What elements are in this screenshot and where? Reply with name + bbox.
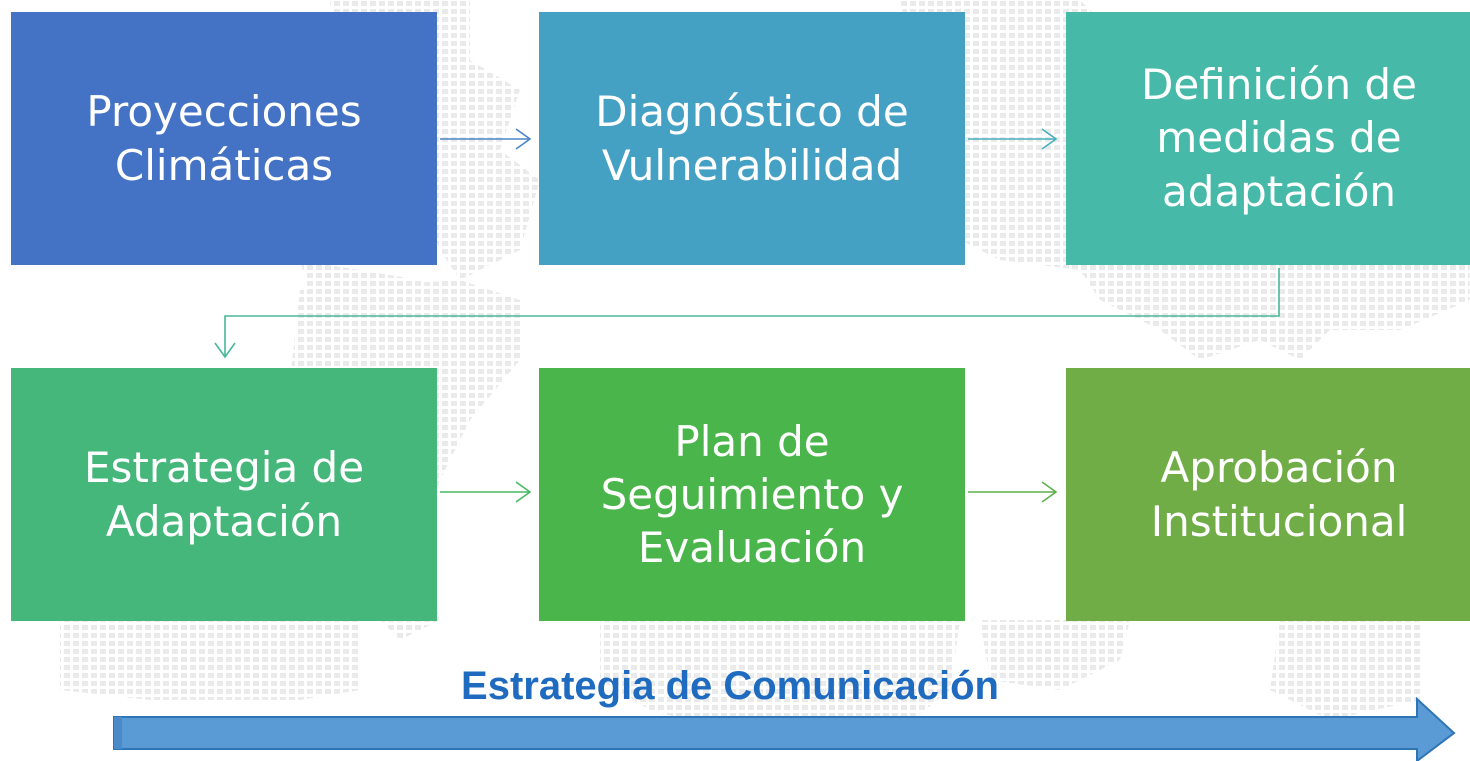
step-4-line-1: Estrategia de [83, 443, 365, 493]
step-5-line-2: Seguimiento y [600, 469, 904, 519]
step-6-line-1: Aprobación [1160, 443, 1398, 493]
step-definicion-medidas: Definición de medidas de adaptación [1066, 12, 1470, 265]
step-estrategia-adaptacion: Estrategia de Adaptación [11, 368, 437, 621]
step-proyecciones-climaticas: Proyecciones Climáticas [11, 12, 437, 265]
step-aprobacion-institucional: Aprobación Institucional [1066, 368, 1470, 621]
step-6-line-2: Institucional [1150, 496, 1408, 546]
communication-strategy-label: Estrategia de Comunicación [461, 664, 999, 708]
step-diagnostico-vulnerabilidad: Diagnóstico de Vulnerabilidad [539, 12, 965, 265]
step-3-line-2: medidas de [1156, 113, 1402, 163]
step-3-line-3: adaptación [1161, 166, 1397, 216]
step-2-line-2: Vulnerabilidad [601, 140, 903, 190]
step-5-line-3: Evaluación [637, 523, 867, 573]
step-plan-seguimiento: Plan de Seguimiento y Evaluación [539, 368, 965, 621]
step-4-line-2: Adaptación [105, 496, 343, 546]
step-3-line-1: Definición de [1141, 60, 1417, 109]
step-2-line-1: Diagnóstico de [595, 87, 909, 137]
step-1-line-1: Proyecciones [86, 87, 362, 137]
step-5-line-1: Plan de [674, 416, 830, 466]
step-1-line-2: Climáticas [114, 140, 334, 190]
